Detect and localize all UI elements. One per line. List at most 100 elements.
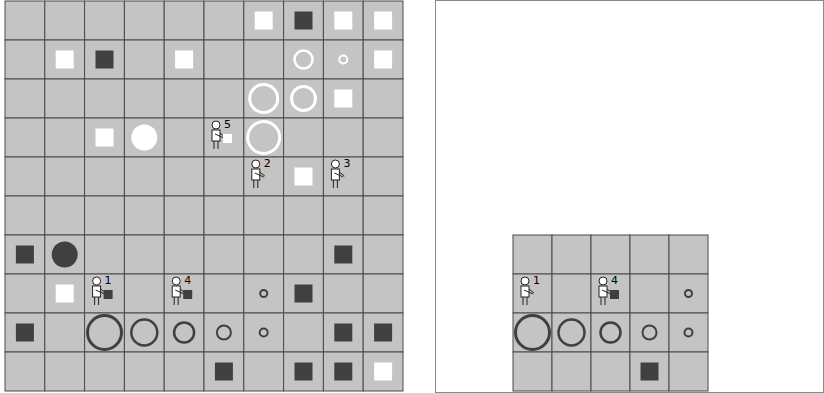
grid-cell [85,157,125,196]
block [334,90,352,108]
grid-cell [513,352,552,391]
grid-cell [513,313,552,352]
grid-cell [204,40,244,79]
block [374,12,392,30]
grid-cell [284,118,324,157]
grid-cell [124,274,164,313]
ring [88,316,122,350]
grid-cell [284,157,324,196]
grid-cell [669,235,708,274]
grid-cell [85,352,125,391]
grid-cell [244,313,284,352]
grid-cell [85,313,125,352]
ring [217,326,231,340]
grid-cell [669,274,708,313]
agent-number: 3 [343,158,350,169]
grid-cell [552,352,591,391]
grid-cell [669,313,708,352]
agent-figure [331,160,344,188]
grid-cell [164,196,204,235]
grid-cell [5,118,45,157]
grid-cell [204,118,244,157]
block [374,324,392,342]
grid-cell [284,313,324,352]
grid-cell [124,40,164,79]
agent-figure [252,160,265,188]
ring [559,320,585,346]
agent-number: 1 [105,275,112,286]
ring [250,85,278,113]
grid-cell [204,196,244,235]
grid-cell [45,40,85,79]
grid-cell [204,79,244,118]
grid-cell [363,274,403,313]
local-view-grid [513,235,708,391]
disc [131,125,157,151]
grid-cell [164,235,204,274]
agent-number: 5 [224,119,231,130]
grid-cell [5,235,45,274]
block [374,363,392,381]
grid-cell [124,79,164,118]
grid-cell [284,79,324,118]
grid-cell [244,196,284,235]
grid-cell [244,157,284,196]
grid-cell [204,1,244,40]
grid-cell [323,157,363,196]
grid-cell [244,352,284,391]
grid-cell [204,235,244,274]
grid-cell [5,1,45,40]
block [56,285,74,303]
grid-cell [552,235,591,274]
grid-cell [363,40,403,79]
ring [131,320,157,346]
grid-cell [124,313,164,352]
ring [248,122,280,154]
grid-cell [164,118,204,157]
grid-cell [363,79,403,118]
grid-cell [85,1,125,40]
grid-cell [5,352,45,391]
ring [174,323,194,343]
block [295,285,313,303]
grid-cell [323,313,363,352]
grid-cell [164,79,204,118]
grid-cell [45,313,85,352]
agent-number: 4 [611,275,618,286]
grid-cell [45,157,85,196]
grid-cell [45,79,85,118]
grid-cell [204,352,244,391]
grid-cell [164,313,204,352]
grid-cell [244,118,284,157]
grid-cell [124,1,164,40]
grid-cell [591,274,630,313]
block [334,324,352,342]
block [641,363,659,381]
grid-cell [363,118,403,157]
grid-cell [45,235,85,274]
grid-cell [204,313,244,352]
block [374,51,392,69]
objects [16,12,693,381]
grid-cell [284,352,324,391]
ring [601,323,621,343]
grid-cell [323,352,363,391]
grid-cell [284,40,324,79]
grid-cell [363,313,403,352]
grid-cell [164,352,204,391]
grid-cell [552,274,591,313]
grid-cell [630,352,669,391]
grid-cell [284,196,324,235]
grid-cell [45,196,85,235]
ring [516,316,550,350]
grid-cell [513,274,552,313]
block [334,363,352,381]
grid-cell [630,274,669,313]
grid-cell [323,235,363,274]
grid-cell [244,40,284,79]
grid-cell [244,274,284,313]
block [334,246,352,264]
grid-cell [204,274,244,313]
